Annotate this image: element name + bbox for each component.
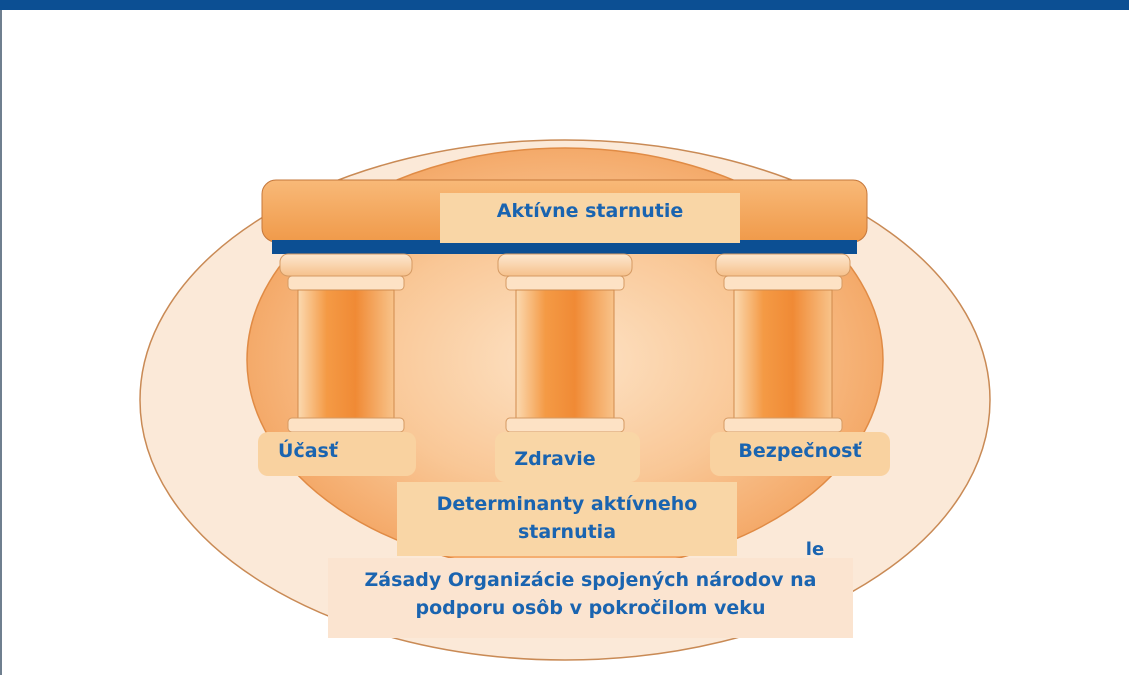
pillar-label-health: Zdravie xyxy=(514,448,596,470)
determinants-box xyxy=(397,482,737,556)
pillar-label-security: Bezpečnosť xyxy=(738,440,862,462)
pillar-label-box-left xyxy=(258,432,416,476)
left-border xyxy=(0,10,2,675)
pillar-label-box-middle xyxy=(495,432,640,482)
pillar-right xyxy=(715,253,851,433)
pillar-label-box-right xyxy=(710,432,890,476)
roof-label-box xyxy=(440,193,740,243)
top-accent-bar xyxy=(0,0,1129,10)
roof-blue-band xyxy=(272,240,857,254)
determinants-label: Determinanty aktívneho starnutia xyxy=(436,493,698,543)
roof-label: Aktívne starnutie xyxy=(496,200,684,222)
pillar-left xyxy=(279,253,413,433)
principles-label: Zásady Organizácie spojených národov na … xyxy=(364,569,817,619)
pillar-middle xyxy=(497,253,633,433)
pillar-label-participation: Účasť xyxy=(278,440,338,462)
principles-fragment: le xyxy=(805,539,825,560)
principles-box xyxy=(328,558,853,638)
